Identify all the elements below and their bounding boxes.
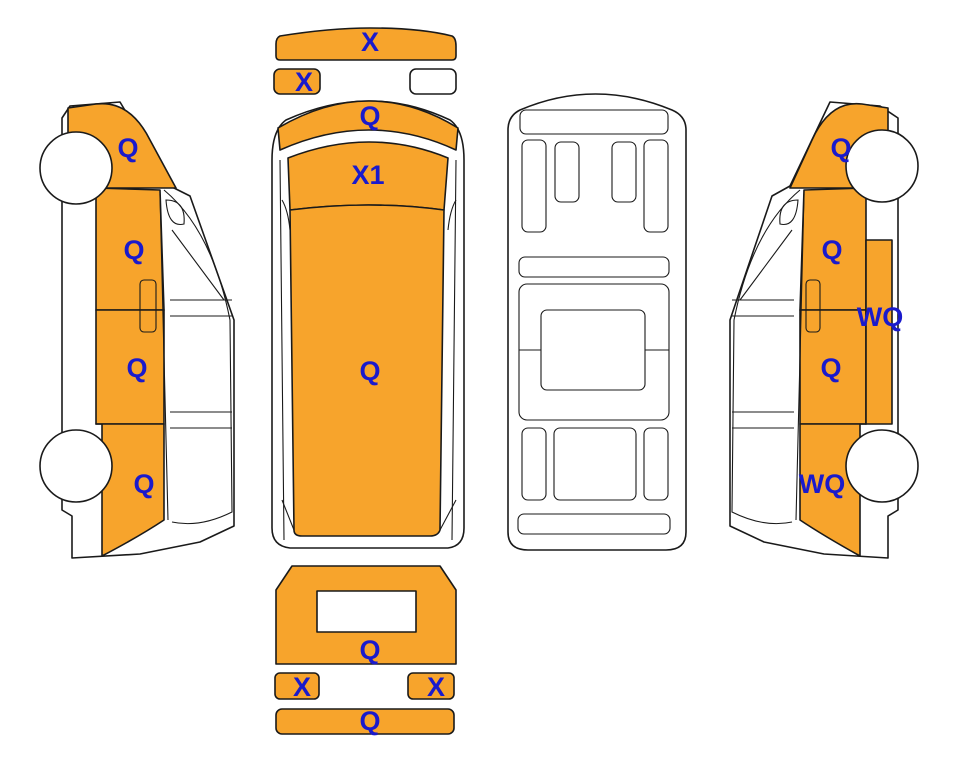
code-right-front-fender: Q: [830, 133, 851, 163]
code-right-front-door: Q: [821, 235, 842, 265]
right-sliding-door-rear-panel[interactable]: [865, 239, 893, 425]
rear-view: [274, 565, 457, 735]
left-front-wheel: [39, 131, 113, 205]
code-right-sliding-door-mark: WQ: [857, 302, 904, 332]
code-right-rear-quarter: WQ: [799, 469, 846, 499]
underside-view: [507, 93, 687, 551]
code-front-upper-grille: X: [361, 27, 379, 57]
rear-left-light-panel[interactable]: [274, 672, 320, 700]
code-front-left-light: X: [295, 67, 313, 97]
right-side-view: [729, 101, 919, 559]
code-rear-bumper: Q: [359, 706, 380, 736]
front-upper-grille-panel[interactable]: [275, 27, 457, 61]
rear-window: [316, 590, 417, 633]
left-rear-quarter-panel[interactable]: [95, 423, 165, 557]
underside-outline: [507, 93, 687, 551]
code-roof-front: X1: [351, 160, 384, 190]
right-side-body-outline: [729, 101, 899, 559]
windshield-top-panel[interactable]: [277, 100, 459, 151]
roof-main-panel[interactable]: [289, 204, 445, 537]
top-view: [271, 27, 465, 549]
code-left-front-door: Q: [123, 235, 144, 265]
left-side-view: [39, 101, 235, 559]
code-windshield-top: Q: [359, 101, 380, 131]
code-left-sliding-door: Q: [126, 353, 147, 383]
right-rear-wheel: [845, 429, 919, 503]
rear-bumper-panel[interactable]: [275, 708, 455, 735]
right-front-wheel: [845, 129, 919, 203]
front-right-light-panel[interactable]: [409, 68, 457, 95]
code-rear-left-light: X: [293, 672, 311, 702]
code-left-front-fender: Q: [117, 133, 138, 163]
left-rear-wheel: [39, 429, 113, 503]
code-right-sliding-door: Q: [820, 353, 841, 383]
code-rear-door: Q: [359, 635, 380, 665]
damage-code-labels: X X Q X1 Q Q X X Q Q Q Q Q Q Q WQ Q WQ: [117, 27, 903, 736]
front-left-light-panel[interactable]: [273, 68, 321, 95]
code-left-rear-quarter: Q: [133, 469, 154, 499]
code-rear-right-light: X: [427, 672, 445, 702]
rear-right-light-panel[interactable]: [407, 672, 455, 700]
code-roof-main: Q: [359, 356, 380, 386]
